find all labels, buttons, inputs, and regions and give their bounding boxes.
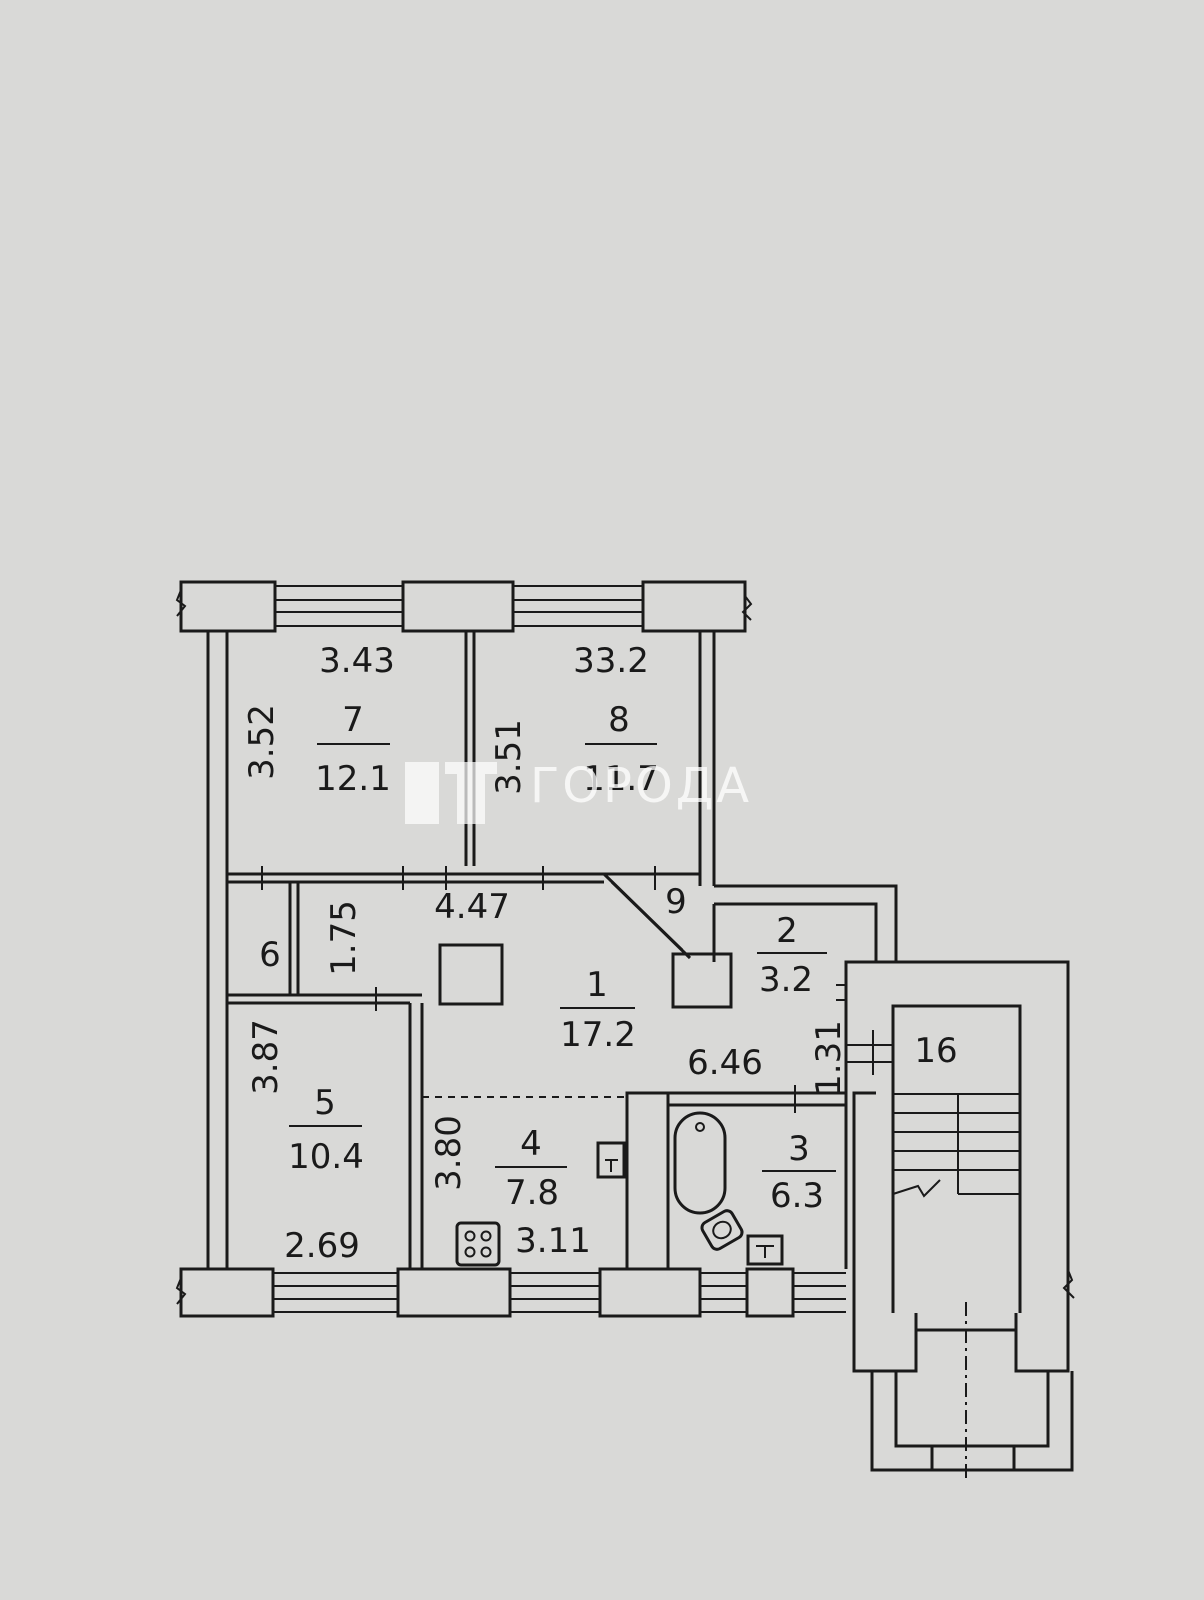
riser-icon (746, 1234, 784, 1266)
window (510, 1272, 600, 1313)
room-5-label: 5 10.4 (288, 1083, 364, 1177)
window (700, 1272, 747, 1313)
closet-6-walls (227, 882, 300, 1005)
right-exterior-wall (698, 631, 898, 962)
room-number: 5 (314, 1083, 336, 1123)
room-number: 1 (586, 965, 608, 1005)
dim-top-right-width: 33.2 (573, 641, 649, 681)
wall-pier (641, 580, 747, 633)
wall-pier (396, 1267, 512, 1318)
room-number: 3 (788, 1129, 810, 1169)
dim-room8-height: 3.51 (489, 719, 529, 795)
partition-room7-room8 (464, 631, 476, 866)
room-area: 12.1 (315, 759, 391, 799)
watermark-logo-icon (405, 762, 497, 824)
toilet-icon (700, 1209, 744, 1251)
column (671, 952, 733, 1009)
dim-hall-width: 6.46 (687, 1043, 763, 1083)
entrance-porch (870, 1302, 1074, 1478)
column (438, 943, 504, 1006)
dim-kitchen-width: 3.11 (515, 1221, 591, 1261)
wall-pier (745, 1267, 795, 1318)
room-3-label: 3 6.3 (762, 1129, 836, 1216)
break-mark (1062, 1269, 1075, 1299)
closet-9-label: 9 (665, 882, 687, 922)
room-number: 4 (520, 1124, 542, 1164)
break-mark (741, 595, 753, 621)
room-number: 2 (776, 911, 798, 951)
room-number: 8 (608, 700, 630, 740)
dim-kitchen-height: 3.80 (429, 1115, 469, 1191)
wall-pier (179, 1267, 275, 1318)
window (793, 1272, 846, 1313)
dim-room7-height: 3.52 (242, 704, 282, 780)
wall-pier (598, 1267, 702, 1318)
window (273, 1272, 398, 1313)
window (513, 585, 643, 627)
stair-16-label: 16 (914, 1031, 957, 1071)
top-exterior-wall (175, 580, 753, 633)
closet-9-diagonal-door (602, 872, 692, 960)
riser-icon (596, 1141, 626, 1179)
room-area: 7.8 (505, 1173, 559, 1213)
room-4-label: 4 7.8 (495, 1124, 567, 1213)
room-area: 6.3 (770, 1176, 824, 1216)
room-2-label: 2 3.2 (757, 911, 827, 1000)
partition-room5-kitchen (408, 1003, 424, 1269)
wall-pier (179, 580, 277, 633)
dim-hall-depth: 1.31 (809, 1020, 849, 1096)
dim-corridor-height: 1.75 (324, 900, 364, 976)
room-area: 10.4 (288, 1137, 364, 1177)
bathtub-icon (673, 1111, 727, 1215)
room-area: 17.2 (560, 1015, 636, 1055)
room-8-label: 8 11.7 (583, 700, 659, 799)
room-7-label: 7 12.1 (315, 700, 391, 799)
stair-steps (892, 1093, 1020, 1198)
stove-icon (455, 1221, 501, 1267)
bathroom-walls (625, 1085, 846, 1269)
window (275, 585, 403, 627)
room-area: 11.7 (583, 759, 659, 799)
break-mark (175, 1277, 187, 1305)
room-1-label: 1 17.2 (560, 965, 636, 1055)
wall-pier (401, 580, 515, 633)
dim-room5-width: 2.69 (284, 1226, 360, 1266)
room-number: 7 (342, 700, 364, 740)
stairwell (836, 960, 1075, 1478)
break-mark (175, 589, 187, 617)
dim-top-left-width: 3.43 (319, 641, 395, 681)
partition-corridor-room5 (298, 987, 422, 1011)
watermark-text: ГОРОДА (530, 758, 753, 814)
left-exterior-wall (206, 631, 229, 1269)
room-area: 3.2 (759, 960, 813, 1000)
bottom-exterior-wall (175, 1267, 846, 1318)
dim-room5-height: 3.87 (246, 1019, 286, 1095)
closet-6-label: 6 (259, 935, 281, 975)
dim-corridor-width: 4.47 (434, 887, 510, 927)
